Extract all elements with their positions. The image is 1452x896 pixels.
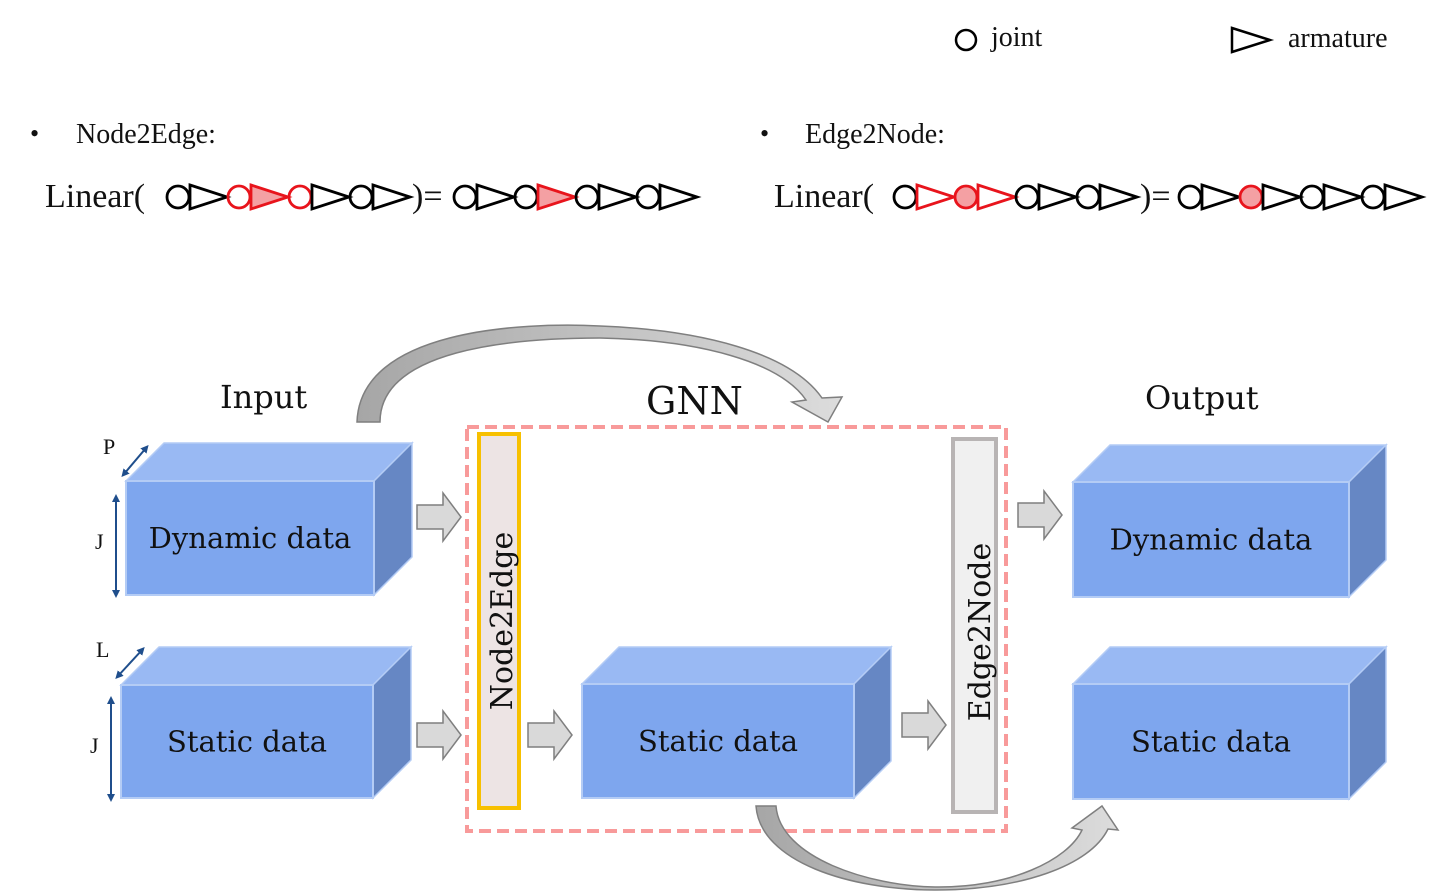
- box-front-face: [125, 480, 375, 596]
- armature-icon: [1230, 26, 1275, 54]
- dim-annotations: P J L J: [90, 434, 149, 802]
- gnn-static-data-box-label: Static data: [638, 724, 798, 758]
- node2edge-layer-label: Node2Edge: [485, 532, 520, 710]
- joint-icon: [1177, 184, 1203, 210]
- armature-icon: [475, 183, 519, 211]
- skip-curve-arrow-top: [356, 324, 844, 424]
- armature-icon: [188, 183, 232, 211]
- chain-output: [1177, 183, 1427, 211]
- box-front-face: [1072, 683, 1350, 800]
- edge2node-layer: Edge2Node: [951, 437, 998, 814]
- node2edge-formula: • Node2Edge: Linear( )=: [30, 119, 702, 215]
- close-equals: )=: [412, 178, 443, 215]
- box-top-face: [119, 646, 413, 686]
- armature-icon: [658, 183, 702, 211]
- armature-icon: [1098, 183, 1142, 211]
- armature-icon: [1200, 183, 1244, 211]
- box-top-face: [1071, 646, 1388, 685]
- skip-curve-arrow-bottom: [755, 804, 1120, 891]
- box-top-face: [1071, 444, 1388, 483]
- linear-func-label: Linear(: [45, 178, 145, 215]
- dim-label-j: J: [90, 733, 99, 758]
- armature-icon: [1037, 183, 1081, 211]
- node2edge-title: Node2Edge:: [76, 119, 216, 150]
- chain-output: [452, 183, 702, 211]
- bullet: •: [760, 119, 769, 148]
- box-front-face: [120, 684, 374, 799]
- box-top-face: [124, 442, 414, 482]
- output-static-data-box: Static data: [1071, 645, 1388, 801]
- box-front-face: [1072, 481, 1350, 598]
- dim-label-p: P: [103, 434, 115, 459]
- input-static-data-box-label: Static data: [167, 725, 327, 759]
- legend-joint-label: joint: [990, 22, 1043, 53]
- joint-icon: [892, 184, 918, 210]
- legend: joint armature: [954, 22, 1388, 54]
- joint-icon: [1238, 184, 1264, 210]
- dim-label-l: L: [96, 637, 109, 662]
- edge2node-formula: • Edge2Node: Linear( )=: [760, 119, 1427, 215]
- right-arrow-icon: [416, 490, 462, 544]
- armature-icon: [1383, 183, 1427, 211]
- output-static-data-box-label: Static data: [1131, 725, 1291, 759]
- dim-arrow-l: [115, 647, 145, 679]
- gnn-container: [465, 425, 1008, 833]
- right-arrow-icon: [416, 708, 462, 762]
- armature-icon: [1322, 183, 1366, 211]
- joint-icon: [165, 184, 191, 210]
- armature-icon: [1261, 183, 1305, 211]
- armature-icon: [249, 183, 293, 211]
- armature-icon: [371, 183, 415, 211]
- armature-icon: [597, 183, 641, 211]
- legend-joint: joint: [954, 22, 1043, 53]
- joint-icon: [452, 184, 478, 210]
- section-title-input: Input: [220, 378, 307, 416]
- chain-input: [892, 183, 1142, 211]
- box-top-face: [580, 646, 893, 685]
- section-title-output: Output: [1145, 379, 1259, 417]
- joint-icon: [954, 28, 978, 52]
- legend-armature-label: armature: [1288, 23, 1388, 54]
- right-arrow-icon: [527, 708, 573, 762]
- dim-label-j: J: [95, 529, 104, 554]
- output-dynamic-data-box-label: Dynamic data: [1110, 523, 1313, 557]
- joint-icon: [953, 184, 979, 210]
- output-dynamic-data-box: Dynamic data: [1071, 443, 1388, 599]
- armature-icon: [976, 183, 1020, 211]
- bullet: •: [30, 119, 39, 148]
- node2edge-layer: Node2Edge: [477, 432, 521, 810]
- right-arrow-icon: [1017, 488, 1063, 542]
- armature-icon: [310, 183, 354, 211]
- box-front-face: [581, 683, 855, 799]
- armature-icon: [915, 183, 959, 211]
- input-static-data-box: Static data: [119, 645, 413, 800]
- input-dynamic-data-box-label: Dynamic data: [149, 521, 352, 555]
- edge2node-title: Edge2Node:: [805, 119, 945, 150]
- input-dynamic-data-box: Dynamic data: [124, 441, 414, 597]
- close-equals: )=: [1140, 178, 1171, 215]
- linear-func-label: Linear(: [774, 178, 874, 215]
- edge2node-layer-label: Edge2Node: [963, 543, 998, 721]
- right-arrow-icon: [901, 698, 947, 752]
- chain-input: [165, 183, 415, 211]
- armature-icon: [536, 183, 580, 211]
- gnn-static-data-box: Static data: [580, 645, 893, 800]
- section-title-gnn: GNN: [646, 379, 743, 423]
- dim-arrow-p: [121, 444, 149, 478]
- legend-armature: armature: [1230, 23, 1388, 54]
